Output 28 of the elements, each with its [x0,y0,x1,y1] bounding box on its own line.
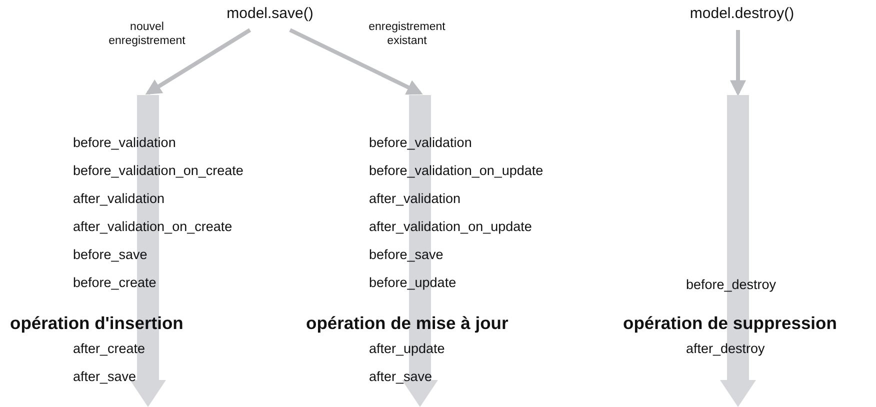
callback-name: before_update [369,274,458,292]
callback-name: before_save [73,246,148,264]
arrow [730,30,746,96]
callback-name: before_validation [73,134,177,152]
edge-label: enregistrement existant [368,20,446,48]
callback-name: before_save [369,246,444,264]
callback-name: before_validation_on_update [369,162,544,180]
callback-name: before_create [73,274,158,292]
operation-heading: opération de suppression [623,312,838,335]
edge-label: nouvel enregistrement [108,20,186,48]
method-call-text: model.save() [226,4,314,24]
callback-name: before_validation_on_create [73,162,244,180]
callback-name: before_destroy [686,276,778,294]
operation-heading: opération de mise à jour [306,312,510,335]
arrow [145,28,252,95]
callback-name: after_destroy [686,340,766,358]
callback-name: before_validation [369,134,473,152]
callback-name: after_validation [369,190,462,208]
callback-name: after_save [369,368,434,386]
callback-name: after_validation_on_create [73,218,234,236]
method-call-text: model.destroy() [690,4,794,24]
callback-name: after_validation_on_update [369,218,533,236]
callback-name: after_save [73,368,138,386]
arrow [289,28,423,95]
callback-name: after_validation [73,190,166,208]
callback-name: after_update [369,340,446,358]
callback-name: after_create [73,340,146,358]
operation-heading: opération d'insertion [10,312,184,335]
